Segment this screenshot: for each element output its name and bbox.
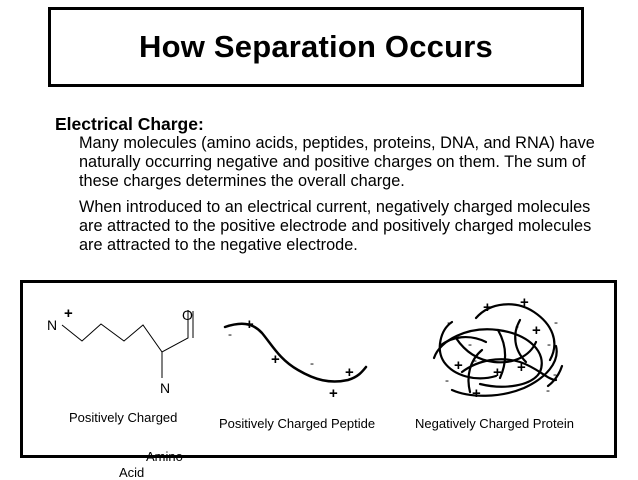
figure-box [20,280,617,458]
amino-acid-n-top: N [47,317,57,333]
paragraph-charges: Many molecules (amino acids, peptides, p… [79,134,595,190]
protein-charge-label: - [447,315,451,329]
protein-charge-labels: ++--+---+-++-+-- [445,294,558,402]
paragraph-electrodes: When introduced to an electrical current… [79,198,592,254]
protein-charge-label: + [493,364,502,381]
peptide-charge-labels: +-+-++ [228,316,354,402]
section-heading: Electrical Charge: [55,114,204,134]
amino-acid-charge: + [64,305,73,322]
peptide-charge-label: - [228,327,232,341]
protein-charge-label: + [472,385,481,402]
protein-charge-label: + [532,322,541,339]
peptide-charge-label: + [345,364,354,381]
protein-charge-label: - [547,337,551,351]
peptide-charge-label: - [310,356,314,370]
protein-coil [432,303,564,397]
peptide-strand [223,322,368,383]
amino-acid-o: O [182,307,193,323]
amino-acid-n-bottom: N [160,380,170,396]
protein-charge-label: - [473,353,477,367]
peptide-charge-label: + [271,351,280,368]
peptide-charge-label: + [245,316,254,333]
amino-acid-caption-overflow-1: Amino [146,449,183,464]
amino-acid-caption-overflow-2: Acid [119,465,145,480]
protein-charge-label: - [553,367,557,381]
protein-charge-label: - [515,319,519,333]
protein-charge-label: + [520,294,529,311]
protein-charge-label: + [483,299,492,316]
page-title: How Separation Occurs [139,29,493,64]
amino-acid-chain [61,310,189,353]
amino-acid-caption: Positively Charged [69,410,178,425]
protein-charge-label: - [554,315,558,329]
peptide-caption: Positively Charged Peptide [219,416,376,431]
protein-charge-label: - [546,383,550,397]
title-box: How Separation Occurs [48,7,584,87]
protein-charge-label: + [517,359,526,376]
protein-caption: Negatively Charged Protein [415,416,574,431]
protein-charge-label: + [454,357,463,374]
amino-acid-structure [61,310,194,378]
protein-charge-label: - [468,337,472,351]
protein-charge-label: - [445,373,449,387]
peptide-charge-label: + [329,385,338,402]
